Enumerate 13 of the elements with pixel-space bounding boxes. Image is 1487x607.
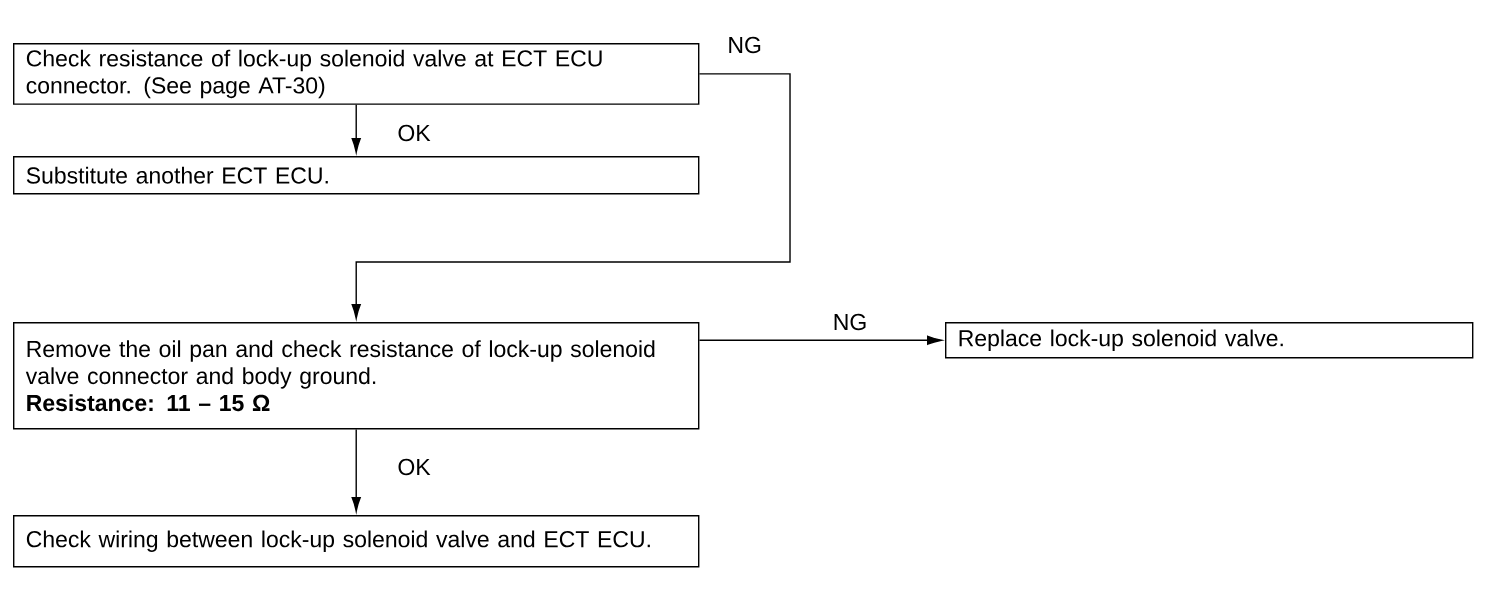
process-box: Replace lock-up solenoid valve. xyxy=(945,322,1474,359)
arrow xyxy=(351,73,791,319)
process-box: Check wiring between lock-up solenoid valve and ECT ECU. xyxy=(13,515,700,568)
edge-label: OK xyxy=(395,122,433,144)
process-box: Check resistance of lock-up solenoid valve at ECT ECU connector. (See page AT-30) xyxy=(13,43,700,105)
process-box: Substitute another ECT ECU. xyxy=(13,156,700,195)
arrow xyxy=(698,335,942,345)
arrow xyxy=(351,428,361,512)
process-box: Remove the oil pan and check resistance of lock-up solenoid valve connector and body ground. Resistance: 11 – 15 Ω xyxy=(13,322,700,430)
edge-label: NG xyxy=(830,311,870,333)
edge-label: NG xyxy=(725,34,764,56)
edge-label: OK xyxy=(395,456,433,478)
arrow xyxy=(351,104,361,153)
